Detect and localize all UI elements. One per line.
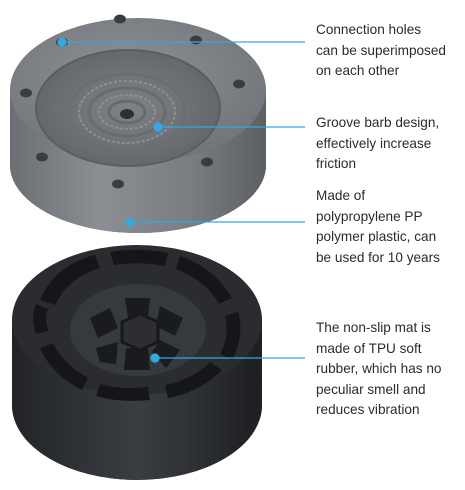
callout-pointers	[57, 37, 305, 363]
callout-line: Connection holes	[316, 22, 422, 37]
pointer-dot-icon	[125, 217, 135, 227]
bottom-pad	[12, 245, 262, 480]
callout-line: reduces vibration	[316, 402, 420, 417]
pointer-dot-icon	[150, 353, 160, 363]
callout-line: Made of	[316, 188, 366, 203]
pointer-dot-icon	[57, 37, 67, 47]
callout-line: friction	[316, 156, 357, 171]
callout-line: polypropylene PP	[316, 208, 423, 224]
callout-non-slip-mat: The non-slip mat is made of TPU soft rub…	[316, 318, 462, 421]
callout-line: The non-slip mat is	[316, 320, 431, 335]
callout-line: can be superimposed	[316, 42, 446, 58]
top-pad	[10, 14, 266, 233]
callout-line: polymer plastic, can	[316, 229, 437, 244]
callout-line: made of TPU soft	[316, 340, 422, 356]
callout-material: Made of polypropylene PP polymer plastic…	[316, 186, 462, 268]
callout-line: effectively increase	[316, 135, 432, 151]
callout-line: rubber, which has no	[316, 361, 442, 376]
callout-connection-holes: Connection holes can be superimposed on …	[316, 20, 462, 82]
callout-line: peculiar smell and	[316, 381, 426, 397]
callout-groove-barb: Groove barb design, effectively increase…	[316, 113, 462, 175]
pointer-dot-icon	[153, 122, 163, 132]
callout-line: be used for 10 years	[316, 249, 440, 265]
callout-line: on each other	[316, 63, 400, 78]
callout-line: Groove barb design,	[316, 115, 440, 130]
